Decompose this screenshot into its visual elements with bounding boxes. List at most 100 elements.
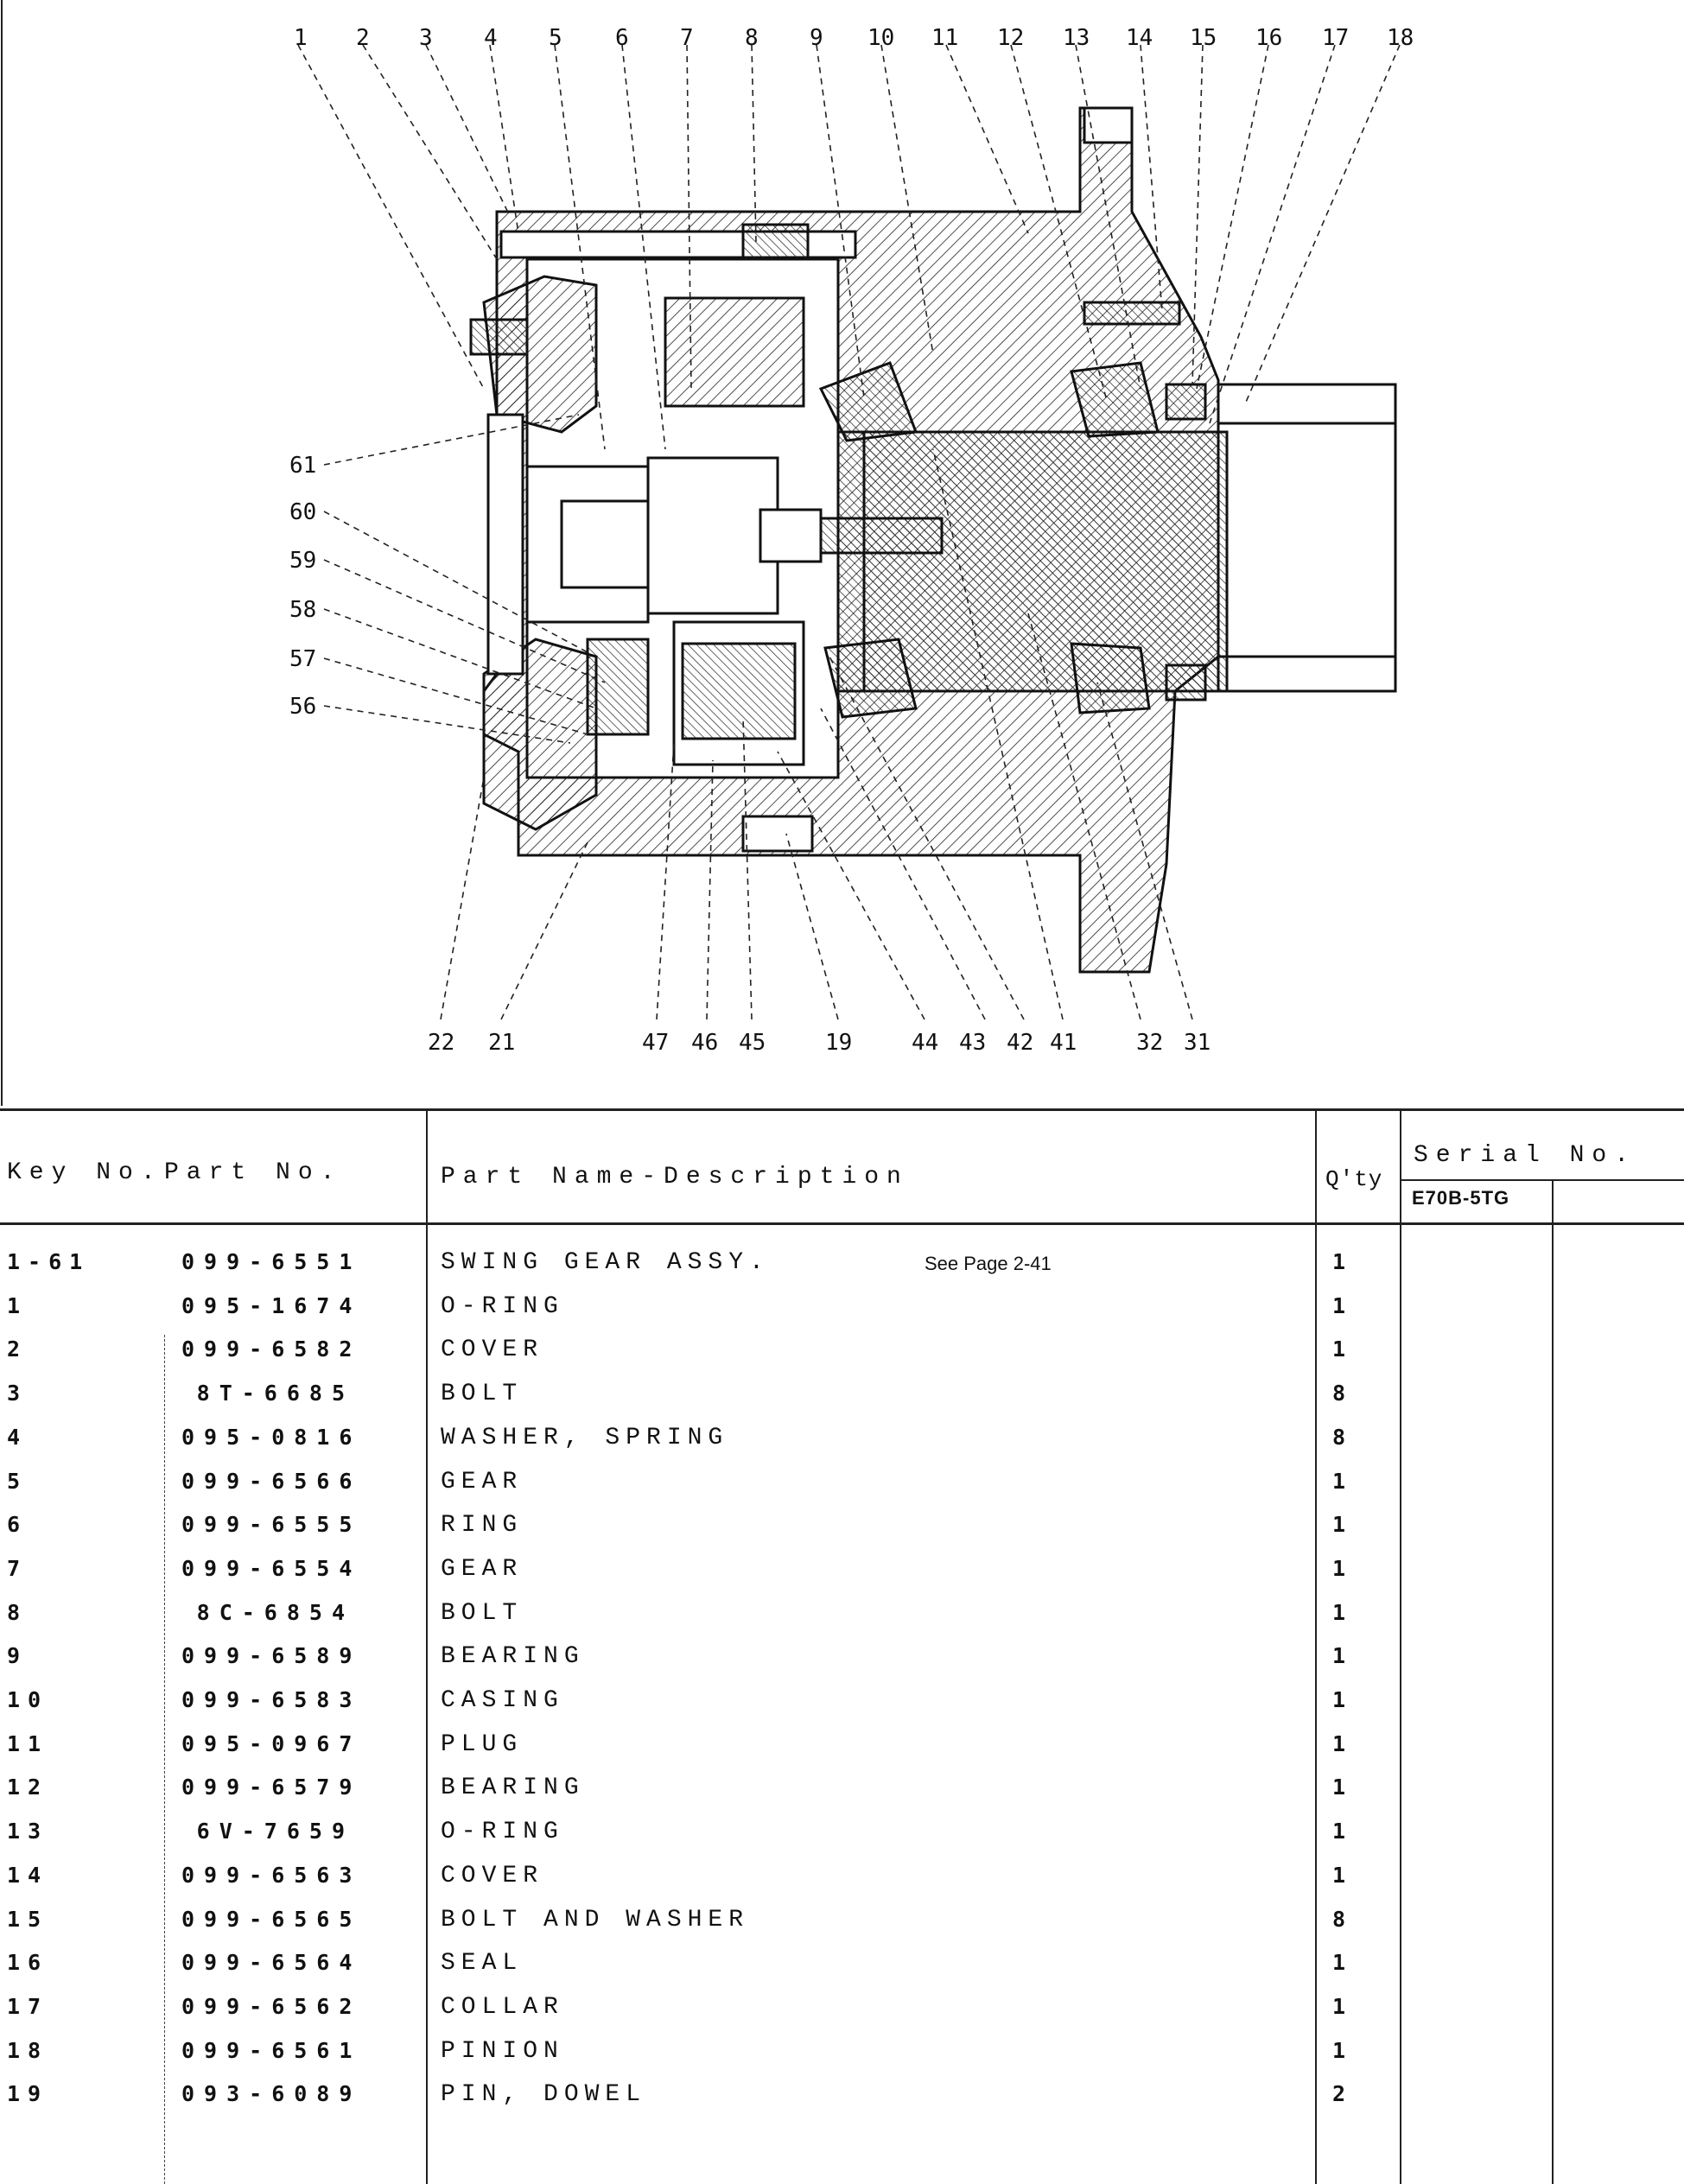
part-no-cell: 099-6566 [181,1468,362,1494]
diagram-key-label: 58 [289,597,316,623]
key-no-cell: 11 [7,1730,49,1756]
header-description: Part Name-Description [441,1164,909,1190]
part-no-cell: 095-1674 [181,1292,362,1318]
qty-cell: 8 [1332,1424,1346,1450]
qty-cell: 1 [1332,1862,1346,1888]
description-cell: COVER [441,1862,544,1889]
diagram-key-label: 6 [615,25,629,51]
diagram-key-label: 60 [289,499,316,525]
qty-cell: 1 [1332,1336,1346,1362]
key-no-cell: 16 [7,1950,49,1976]
qty-cell: 1 [1332,1512,1346,1538]
diagram-key-label: 16 [1255,25,1282,51]
part-no-cell: 099-6563 [181,1862,362,1888]
table-row: 2 099-6582 COVER 1 [0,1328,1684,1371]
key-no-cell: 7 [7,1555,29,1581]
reference-cell: See Page 2-41 [925,1253,1052,1274]
diagram-key-label: 21 [488,1030,515,1056]
diagram-key-label: 1 [294,25,308,51]
diagram-key-label: 17 [1322,25,1349,51]
diagram-key-label: 9 [810,25,823,51]
table-row: 13 6V-7659 O-RING 1 [0,1810,1684,1853]
key-no-cell: 13 [7,1819,49,1844]
diagram-key-label: 61 [289,453,316,479]
qty-cell: 8 [1332,1906,1346,1932]
diagram-key-label: 57 [289,646,316,672]
description-cell: SEAL [441,1950,524,1978]
key-no-cell: 9 [7,1643,29,1669]
diagram-key-label: 42 [1007,1030,1033,1056]
qty-cell: 1 [1332,1730,1346,1756]
description-cell: BEARING [441,1643,585,1671]
qty-cell: 1 [1332,2037,1346,2063]
part-no-cell: 099-6579 [181,1774,362,1800]
description-cell: SWING GEAR ASSY. [441,1249,770,1276]
qty-cell: 2 [1332,2081,1346,2107]
diagram-key-label: 44 [912,1030,938,1056]
diagram-key-label: 2 [356,25,370,51]
key-no-cell: 10 [7,1687,49,1712]
qty-cell: 1 [1332,1643,1346,1669]
description-cell: COVER [441,1336,544,1364]
part-no-cell: 093-6089 [181,2081,362,2107]
diagram-key-label: 10 [867,25,894,51]
qty-cell: 1 [1332,1292,1346,1318]
qty-cell: 1 [1332,1599,1346,1625]
diagram-key-label: 5 [549,25,562,51]
description-cell: BEARING [441,1774,585,1802]
qty-cell: 1 [1332,1774,1346,1800]
diagram-key-label: 8 [745,25,759,51]
key-no-cell: 12 [7,1774,49,1800]
part-no-cell: 099-6583 [181,1687,362,1712]
key-no-cell: 6 [7,1512,29,1538]
diagram-key-label: 47 [642,1030,669,1056]
diagram-key-label: 31 [1184,1030,1211,1056]
diagram-key-label: 45 [739,1030,766,1056]
header-key-no: Key No. [7,1159,163,1186]
key-no-cell: 4 [7,1424,29,1450]
description-cell: COLLAR [441,1993,564,2021]
diagram-key-label: 22 [428,1030,454,1056]
diagram-key-label: 4 [484,25,498,51]
part-no-cell: 099-6555 [181,1512,362,1538]
description-cell: PIN, DOWEL [441,2081,647,2109]
table-row: 14 099-6563 COVER 1 [0,1854,1684,1897]
diagram-key-label: 59 [289,548,316,574]
qty-cell: 1 [1332,1555,1346,1581]
description-cell: O-RING [441,1819,564,1846]
key-no-cell: 3 [7,1381,29,1406]
qty-cell: 1 [1332,1819,1346,1844]
part-no-cell: 099-6582 [181,1336,362,1362]
left-key-labels: 61 60 59 58 57 56 [289,453,316,720]
part-no-cell: 099-6561 [181,2037,362,2063]
description-cell: GEAR [441,1468,524,1495]
diagram-key-label: 46 [691,1030,718,1056]
key-no-cell: 2 [7,1336,29,1362]
key-no-cell: 14 [7,1862,49,1888]
description-cell: BOLT [441,1381,524,1408]
qty-cell: 1 [1332,1950,1346,1976]
diagram-key-label: 18 [1387,25,1414,51]
swing-gear-cross-section-diagram: 1 2 3 4 5 6 7 8 9 10 11 12 13 14 15 16 1… [1,0,1414,1106]
diagram-key-label: 7 [680,25,694,51]
diagram-key-label: 3 [419,25,433,51]
diagram-key-label: 19 [825,1030,852,1056]
part-no-cell: 6V-7659 [196,1819,354,1844]
qty-cell: 1 [1332,1993,1346,2019]
header-part-no: Part No. [164,1159,343,1186]
diagram-key-label: 41 [1050,1030,1077,1056]
key-no-cell: 8 [7,1599,29,1625]
key-no-cell: 1-61 [7,1249,91,1274]
